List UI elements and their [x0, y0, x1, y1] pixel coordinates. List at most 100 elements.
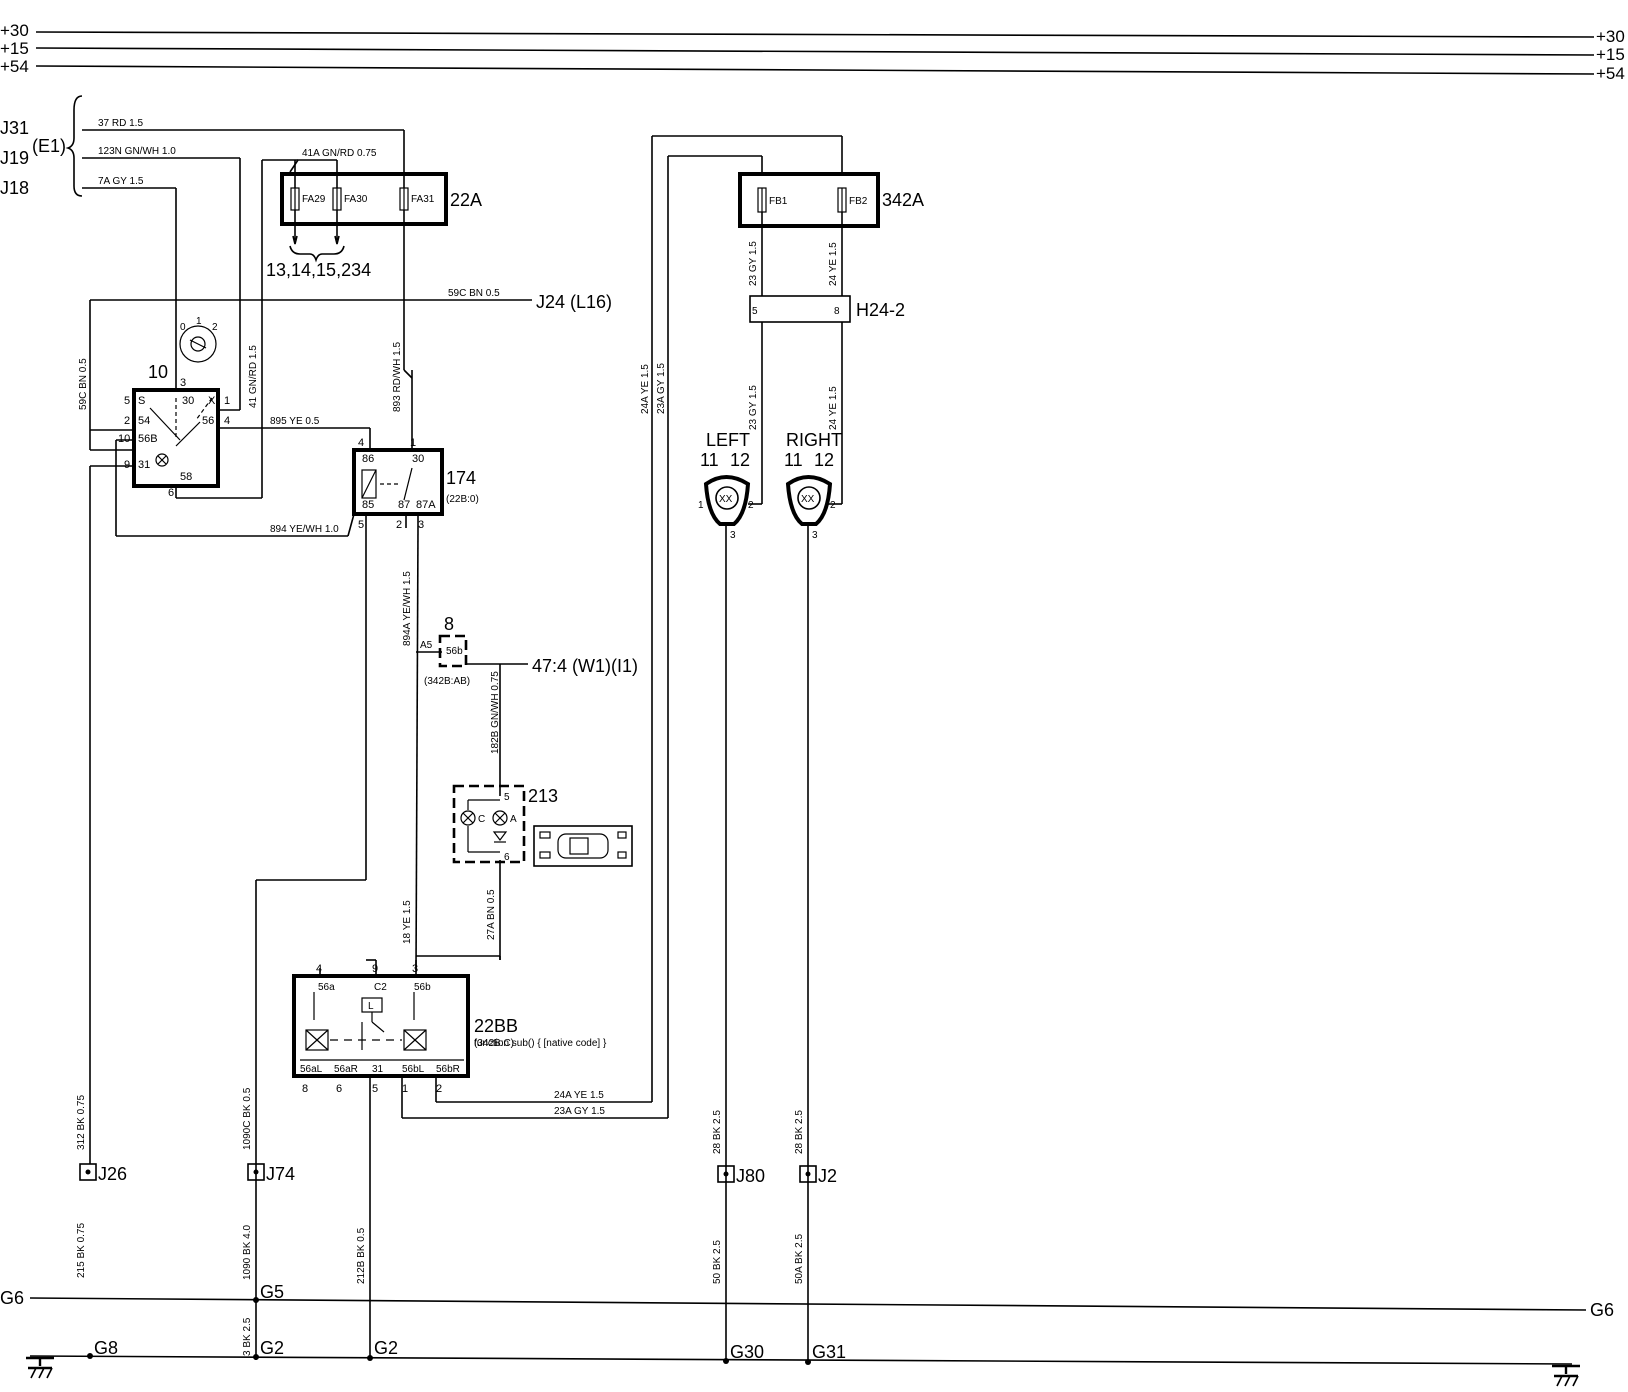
junction-j2: J2: [799, 1165, 837, 1186]
switch-pos-1: 1: [196, 316, 202, 327]
junction-j2-label: J2: [818, 1166, 837, 1186]
light-switch-10: 10 0 1 2 41 GN/RD 1.5 895 YE 0.5 5 S 2 5…: [89, 158, 370, 1164]
sw10-pin-54: 54: [138, 415, 150, 427]
sw10-pin-56b: 56B: [138, 433, 158, 445]
r174-pin-85: 85: [362, 499, 374, 511]
sw10-pin-s: S: [138, 395, 145, 407]
component-213-label: 213: [528, 786, 558, 806]
wire-27a: 27A BN 0.5: [486, 889, 497, 940]
connector-e1: (E1): [32, 136, 66, 156]
wire-28-right: 28 BK 2.5: [794, 1110, 805, 1154]
component-22a-label: 22A: [450, 190, 482, 210]
ground-leads: 312 BK 0.75 215 BK 0.75 1090C BK 0.5 109…: [76, 1087, 846, 1365]
fuse-fa30: FA30: [332, 187, 368, 211]
m22bb-pin-56a: 56a: [318, 982, 335, 993]
switch-pos-2: 2: [212, 322, 218, 333]
sw10-pin-4: 4: [224, 415, 230, 427]
connector-8: 8 (342B:AB) A5 56b 47:4 (W1)(I1) 182B GN…: [416, 614, 638, 796]
connector-j18: J18: [0, 178, 29, 198]
lamp-left-label: LEFT: [706, 430, 750, 450]
sw10-pin-6: 6: [168, 487, 174, 499]
connector-group-e1: J31 J19 J18 (E1) 37 RD 1.5 123N GN/WH 1.…: [0, 95, 404, 198]
lamp-right-11: 11: [784, 450, 803, 470]
wire-41a: 41A GN/RD 0.75: [302, 148, 377, 159]
wire-894a: 894A YE/WH 1.5: [402, 571, 413, 646]
fuse-box-22a: 22A FA29 FA30 FA31 41A GN/RD 0.75 13,14,…: [262, 130, 482, 370]
riser-wires: 24A YE 1.5 23A GY 1.5: [640, 135, 843, 1118]
m22bb-pin-56br: 56bR: [436, 1064, 460, 1075]
c213-pin-6: 6: [504, 852, 510, 863]
wire-59c-v: 59C BN 0.5: [78, 358, 89, 410]
lamp-left-filament: XX: [719, 494, 733, 505]
c8-pin-56b: 56b: [446, 646, 463, 657]
ground-g2-b: G2: [374, 1338, 398, 1358]
lamp-right-label: RIGHT: [786, 430, 842, 450]
wire-215: 215 BK 0.75: [76, 1223, 87, 1278]
component-174-sub: (22B:0): [446, 494, 479, 505]
fuse-fa29: FA29: [290, 187, 326, 211]
sw10-pin-x: X: [208, 395, 216, 407]
r174-pin-4: 4: [358, 437, 364, 449]
sw10-pin-58: 58: [180, 471, 192, 483]
headlamp-right: RIGHT 11 12 XX 2 3: [784, 430, 842, 1360]
fuse-fa31: FA31: [399, 187, 435, 211]
sw10-pin-3: 3: [180, 377, 186, 389]
component-10-label: 10: [148, 362, 168, 382]
m22bb-pin-5: 5: [372, 1083, 378, 1095]
c213-pin-c: C: [478, 814, 485, 825]
lamp-right-pin-3: 3: [812, 530, 818, 541]
r174-pin-5: 5: [358, 519, 364, 531]
m22bb-pin-1: 1: [402, 1083, 408, 1095]
wire-23-top: 23 GY 1.5: [748, 241, 759, 286]
component-174-label: 174: [446, 468, 476, 488]
c213-pin-a: A: [510, 814, 517, 825]
ground-g5: G5: [260, 1282, 284, 1302]
connector-h24-2: H24-2 5 8 23 GY 1.5 24 YE 1.5: [748, 295, 905, 505]
lamp-right-pin-2: 2: [830, 500, 836, 511]
wire-212b: 212B BK 0.5: [356, 1227, 367, 1284]
m22bb-pin-9: 9: [372, 963, 378, 975]
ground-g2-a: G2: [260, 1338, 284, 1358]
rail-54-left: +54: [0, 57, 29, 76]
lamp-left-pin-3: 3: [730, 530, 736, 541]
lamp-left-pin-1: 1: [698, 500, 704, 511]
wire-59c-h: 59C BN 0.5: [448, 288, 500, 299]
wire-24-top: 24 YE 1.5: [828, 242, 839, 286]
wire-41: 41 GN/RD 1.5: [248, 345, 259, 408]
sw10-pin-10: 10: [118, 433, 130, 445]
car-icon: [533, 825, 633, 867]
rail-30-left: +30: [0, 21, 29, 40]
wire-3bk: 3 BK 2.5: [242, 1317, 253, 1356]
wire-23a-h: 23A GY 1.5: [554, 1106, 605, 1117]
switch-pos-0: 0: [180, 322, 186, 333]
component-213: 213 5 C A 6 27A BN 0.5: [452, 784, 633, 960]
wire-123n: 123N GN/WH 1.0: [98, 146, 176, 157]
connector-j31: J31: [0, 118, 29, 138]
rail-30-right: +30: [1596, 27, 1625, 46]
fuse-refs-label: 13,14,15,234: [266, 260, 371, 280]
fuse-fa31-label: FA31: [411, 194, 435, 205]
junction-j74: J74: [247, 1163, 295, 1184]
r174-pin-2: 2: [396, 519, 402, 531]
lamp-left-pin-2: 2: [748, 500, 754, 511]
r174-pin-3: 3: [418, 519, 424, 531]
m22bb-pin-56b: 56b: [414, 982, 431, 993]
wire-7a: 7A GY 1.5: [98, 176, 144, 187]
connector-j19: J19: [0, 148, 29, 168]
ground-g8: G8: [94, 1338, 118, 1358]
ground-g30: G30: [730, 1342, 764, 1362]
component-22bb-sublabel: (342B:C): [474, 1038, 514, 1049]
c8-pin-a5: A5: [420, 640, 433, 651]
r174-pin-86: 86: [362, 453, 374, 465]
m22bb-pin-56al: 56aL: [300, 1064, 323, 1075]
m22bb-coil-l: L: [368, 1001, 374, 1012]
m22bb-pin-6: 6: [336, 1083, 342, 1095]
m22bb-pin-31: 31: [372, 1064, 384, 1075]
rail-g6-right: G6: [1590, 1300, 1614, 1320]
h24-pin-8: 8: [834, 306, 840, 317]
fuse-fa29-label: FA29: [302, 194, 326, 205]
wire-894: 894 YE/WH 1.0: [270, 524, 339, 535]
wire-1090: 1090 BK 4.0: [242, 1225, 253, 1280]
wire-50: 50 BK 2.5: [712, 1240, 723, 1284]
